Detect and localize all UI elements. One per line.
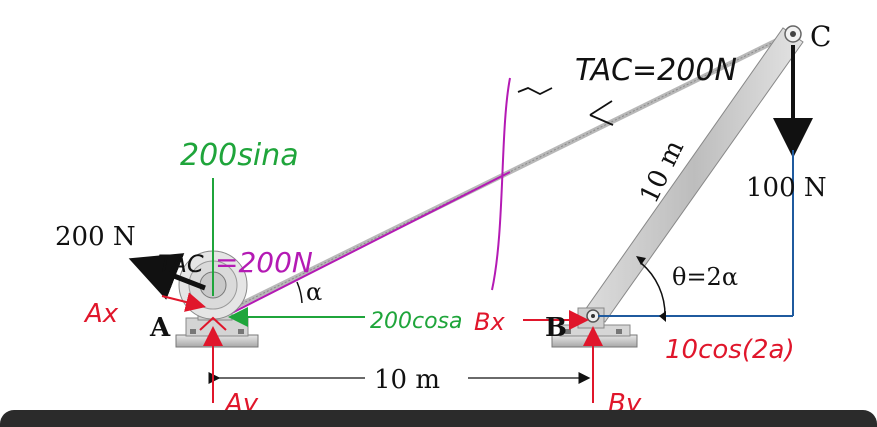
tac-arrow-marks — [517, 87, 614, 126]
annotation-tac-at-a-value: =200N — [215, 246, 313, 279]
annotation-200sina: 200sina — [180, 138, 299, 173]
annotation-200cosa: 200cosa — [370, 309, 463, 334]
label-b: B — [545, 313, 567, 343]
label-a: A — [149, 313, 171, 343]
cable-highlight — [221, 171, 511, 319]
annotation-ax: Ax — [83, 299, 119, 329]
theta-arc — [636, 256, 666, 322]
annotation-tac-at-a-prefix: TAC — [158, 250, 204, 278]
label-alpha: α — [306, 278, 322, 306]
cable-bracket — [491, 77, 511, 291]
projection-lines — [598, 150, 794, 317]
force-arrow-200n — [128, 253, 206, 300]
label-10m-ab: 10 m — [374, 365, 440, 395]
alpha-arc — [296, 281, 303, 304]
annotation-tac-top: TAC=200N — [575, 53, 737, 88]
bottom-bar — [0, 410, 877, 427]
label-100n: 100 N — [746, 173, 827, 203]
annotation-bx: Bx — [474, 308, 505, 336]
label-c: C — [810, 20, 831, 53]
green-annotations — [212, 178, 365, 327]
pin-c — [784, 25, 802, 43]
annotation-10cos2a: 10cos(2a) — [665, 335, 795, 365]
label-theta: θ=2α — [672, 263, 738, 291]
red-annotations — [161, 292, 603, 403]
label-200n: 200 N — [55, 222, 136, 252]
